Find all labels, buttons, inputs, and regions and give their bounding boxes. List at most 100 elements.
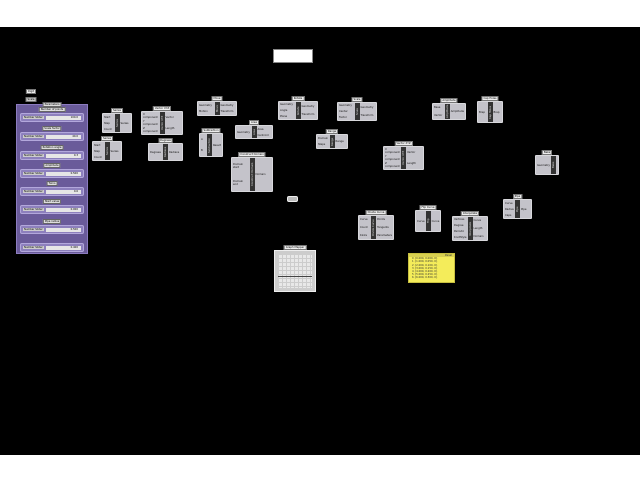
output-param[interactable]: Area (257, 127, 264, 131)
output-param[interactable]: Result (212, 143, 221, 147)
slider-value[interactable]: 100.0 (45, 115, 81, 120)
output-param[interactable]: Curve (473, 219, 482, 223)
output-param[interactable]: Geometry (360, 105, 374, 109)
output-param[interactable]: Vector (165, 116, 174, 119)
slider-value[interactable]: 0.400 (45, 245, 81, 250)
input-param[interactable]: Curve (505, 201, 513, 205)
input-param[interactable]: Vector (434, 113, 443, 117)
output-param[interactable]: Domain (255, 173, 266, 176)
output-param[interactable]: Range (335, 140, 344, 143)
output-param[interactable]: Points (377, 218, 385, 222)
input-param[interactable]: Factor (339, 115, 347, 119)
scale-node[interactable]: Scale (25, 97, 37, 102)
input-param[interactable]: Degree (454, 224, 464, 228)
input-param[interactable]: Base (434, 106, 441, 110)
output-param[interactable]: Brep (493, 110, 500, 114)
input-param[interactable]: Domain start (233, 163, 244, 170)
relay-node[interactable] (287, 196, 298, 202)
slider-value[interactable]: 0.6 (45, 189, 81, 194)
input-param[interactable]: Step (94, 149, 100, 153)
input-param[interactable]: Center (339, 109, 348, 113)
graph-curve[interactable] (278, 276, 312, 277)
output-param[interactable]: Length (473, 226, 483, 230)
input-param[interactable]: Geometry (237, 130, 250, 134)
input-param[interactable]: Y component (385, 154, 400, 161)
input-param[interactable]: X component (143, 112, 158, 119)
input-param[interactable]: Degrees (150, 150, 161, 154)
output-param[interactable]: Tangents (377, 225, 389, 229)
input-param[interactable]: Z component (143, 127, 158, 134)
output-param[interactable]: Length (407, 162, 416, 165)
input-param[interactable]: Domain end (233, 179, 244, 186)
input-param[interactable]: Caps (505, 213, 512, 217)
input-param[interactable]: Kinks (360, 233, 367, 237)
slider-value[interactable]: 0.000 (45, 207, 81, 212)
input-param[interactable]: Z component (385, 162, 400, 169)
input-param[interactable]: Steps (318, 143, 326, 147)
input-param[interactable]: Curve (360, 218, 368, 222)
output-param[interactable]: Vector (407, 151, 416, 154)
input-param[interactable]: Domain (318, 136, 329, 140)
output-param[interactable]: Domain (473, 234, 484, 238)
input-param[interactable]: Count (104, 127, 112, 131)
text-panel[interactable]: Panel 0 {0.000, 0.000, 0}1 {1.000, 0.050… (408, 253, 455, 283)
input-param[interactable]: Geometry (537, 163, 550, 167)
graph-mapper[interactable]: Graph Mapper (274, 245, 316, 292)
input-param[interactable]: Start (104, 115, 111, 119)
input-param[interactable]: Angle (280, 108, 288, 112)
output-param[interactable]: Parameters (377, 233, 392, 237)
input-param[interactable]: Curve (417, 219, 425, 223)
output-param[interactable]: Geometry (220, 103, 234, 107)
input-param[interactable]: Count (360, 225, 368, 229)
input-param[interactable]: A (201, 138, 203, 141)
input-param[interactable]: Step (104, 121, 110, 125)
input-param[interactable]: Vertices (454, 218, 465, 222)
input-param[interactable]: Radius (505, 207, 514, 211)
input-param[interactable]: X component (385, 147, 400, 154)
output-param[interactable]: Series (110, 149, 119, 153)
output-param[interactable]: Length (165, 127, 175, 130)
input-param[interactable]: Count (94, 155, 102, 159)
output-param[interactable]: Pipe (521, 207, 527, 211)
input-param[interactable]: Geometry (199, 103, 212, 107)
input-param[interactable]: Geometry (280, 103, 293, 107)
output-param[interactable]: Transform (220, 110, 234, 114)
input-param[interactable]: Motion (199, 110, 208, 114)
output-param[interactable]: Transform (360, 114, 374, 118)
output-param[interactable]: Curve (431, 219, 440, 223)
slider-value[interactable]: 0.500 (45, 171, 81, 176)
input-param[interactable]: KnotStyle (454, 235, 467, 239)
output-param[interactable]: Amplitude (450, 110, 464, 113)
output-param[interactable]: Centroid (257, 133, 269, 137)
slider-value[interactable]: 0.3 (45, 153, 81, 158)
input-param[interactable]: Periodic (454, 229, 465, 233)
